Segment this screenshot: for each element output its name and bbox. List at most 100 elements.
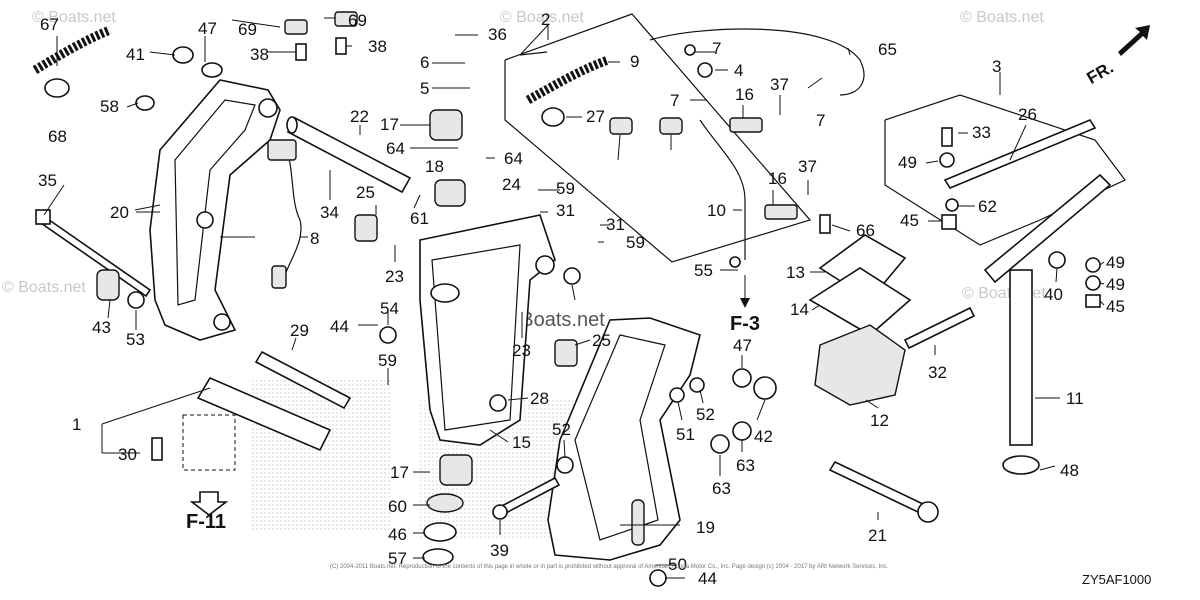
watermark: © Boats.net [2, 279, 86, 296]
callout-4: 4 [734, 61, 743, 80]
callout-35: 35 [38, 171, 57, 190]
callout-25: 25 [356, 183, 375, 202]
callouts: 67 68 41 47 69 69 38 38 58 35 20 43 53 8… [38, 10, 1125, 588]
washer [732, 368, 752, 388]
grease-nipple [379, 326, 397, 344]
callout-29: 29 [290, 321, 309, 340]
clip [729, 256, 741, 268]
sensor-connector [271, 265, 287, 289]
callout-44: 44 [330, 317, 349, 336]
callout-8: 8 [310, 229, 319, 248]
callout-67: 67 [40, 15, 59, 34]
corrugated-tube [32, 25, 112, 74]
callout-39: 39 [490, 541, 509, 560]
callout-31: 31 [606, 215, 625, 234]
thrust-washer [426, 493, 464, 513]
callout-25: 25 [592, 331, 611, 350]
ref-f3-label: F-3 [730, 313, 760, 335]
callout-30: 30 [118, 445, 137, 464]
trim-sensor-wire [284, 144, 302, 276]
bracket-rib [174, 99, 256, 306]
tilt-shaft-end [286, 116, 298, 134]
grease-nipple [135, 95, 155, 111]
callout-59: 59 [556, 179, 575, 198]
callout-49: 49 [898, 153, 917, 172]
bushing [439, 454, 473, 486]
watermark: © Boats.net [962, 285, 1046, 302]
washer [945, 198, 959, 212]
hose [525, 55, 610, 104]
tilt-stop-lever [196, 376, 332, 452]
callout-49: 49 [1106, 275, 1125, 294]
stern-bracket-left [149, 79, 281, 341]
ring [422, 548, 454, 566]
callout-7: 7 [670, 91, 679, 110]
callout-15: 15 [512, 433, 531, 452]
detail-box-f11 [182, 414, 236, 471]
callout-46: 46 [388, 525, 407, 544]
callout-63: 63 [712, 479, 731, 498]
callout-28: 28 [530, 389, 549, 408]
callout-31: 31 [556, 201, 575, 220]
callout-57: 57 [388, 549, 407, 568]
callout-23: 23 [512, 341, 531, 360]
callout-17: 17 [380, 115, 399, 134]
ref-arrow-f11 [189, 491, 229, 517]
callout-45: 45 [1106, 297, 1125, 316]
steering-shaft [1009, 269, 1033, 446]
bracket-hole [196, 211, 214, 229]
callout-33: 33 [972, 123, 991, 142]
callout-9: 9 [630, 52, 639, 71]
callout-69: 69 [348, 11, 367, 30]
group-2-leader [519, 51, 548, 56]
washer [669, 387, 685, 403]
nut [753, 376, 777, 400]
group-3-outline [884, 94, 1126, 246]
washer [689, 377, 705, 393]
callout-21: 21 [868, 526, 887, 545]
watermark: © Boats.net [960, 9, 1044, 26]
hose [699, 119, 746, 260]
bolt [819, 214, 831, 234]
callout-45: 45 [900, 211, 919, 230]
stern-bracket-right [547, 317, 701, 561]
callout-49: 49 [1106, 253, 1125, 272]
callout-27: 27 [586, 107, 605, 126]
swivel-case-boss [430, 283, 460, 303]
bolt [151, 437, 163, 461]
nut [1085, 294, 1101, 308]
washer [939, 152, 955, 168]
clip [284, 19, 308, 35]
washer [127, 291, 145, 309]
callout-52: 52 [552, 420, 571, 439]
forward-arrow [1118, 25, 1150, 56]
callout-60: 60 [388, 497, 407, 516]
callout-23: 23 [385, 267, 404, 286]
callout-48: 48 [1060, 461, 1079, 480]
nut [732, 421, 752, 441]
callout-22: 22 [350, 107, 369, 126]
gasket [808, 267, 912, 336]
steering-link [943, 119, 1097, 189]
bolt [828, 460, 927, 515]
ref-f11-label: F-11 [186, 511, 226, 533]
callout-47: 47 [198, 19, 217, 38]
bushing [429, 109, 463, 141]
callout-36: 36 [488, 25, 507, 44]
watermark-dot-block [250, 380, 390, 530]
callout-7: 7 [816, 111, 825, 130]
copyright-note: (C) 2004-2011 Boats.net. Reproduction of… [330, 564, 889, 570]
clip [659, 117, 683, 135]
grommet [541, 107, 565, 127]
joint [697, 62, 713, 78]
callout-52: 52 [696, 405, 715, 424]
callout-59: 59 [378, 351, 397, 370]
callout-17: 17 [390, 463, 409, 482]
callout-44: 44 [698, 569, 717, 588]
callout-32: 32 [928, 363, 947, 382]
bracket-rib [574, 334, 666, 541]
callout-58: 58 [100, 97, 119, 116]
screw [295, 43, 307, 61]
callout-51: 51 [676, 425, 695, 444]
